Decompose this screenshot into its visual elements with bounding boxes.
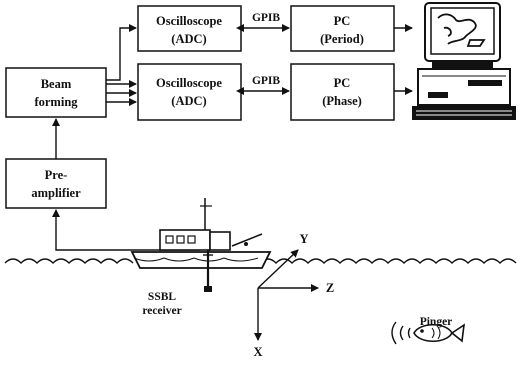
axis-z-label: Z — [326, 281, 334, 295]
gpib-bottom-label: GPIB — [252, 75, 280, 87]
oscilloscope-top-subtitle: (ADC) — [171, 32, 206, 46]
beam-forming-title: Beam — [41, 77, 72, 91]
pc-phase-block: PC (Phase) — [291, 64, 394, 120]
oscilloscope-adc-top-block: Oscilloscope (ADC) — [138, 6, 241, 51]
beam-forming-subtitle: forming — [34, 95, 78, 109]
beam-forming-block: Beam forming — [6, 68, 106, 117]
receiver-label: receiver — [142, 305, 181, 317]
oscilloscope-top-title: Oscilloscope — [156, 14, 222, 28]
computer-icon — [412, 3, 516, 120]
oscilloscope-adc-bottom-block: Oscilloscope (ADC) — [138, 64, 241, 120]
pc-period-title: PC — [334, 14, 351, 28]
gpib-top-label: GPIB — [252, 12, 280, 24]
pc-period-block: PC (Period) — [291, 6, 394, 51]
preamplifier-title: Pre- — [45, 168, 68, 182]
pc-phase-subtitle: (Phase) — [322, 94, 362, 108]
preamplifier-block: Pre- amplifier — [6, 159, 106, 208]
preamplifier-subtitle: amplifier — [31, 186, 81, 200]
ssbl-label: SSBL — [148, 291, 176, 303]
pc-period-subtitle: (Period) — [320, 32, 364, 46]
oscilloscope-bottom-title: Oscilloscope — [156, 76, 222, 90]
coordinate-axes — [258, 250, 318, 340]
boat-illustration — [132, 198, 270, 268]
axis-y-label: Y — [299, 232, 308, 246]
oscilloscope-bottom-subtitle: (ADC) — [171, 94, 206, 108]
pc-phase-title: PC — [334, 76, 351, 90]
connector-lines — [56, 28, 412, 250]
pinger-label: Pinger — [420, 316, 453, 328]
beam-to-osc-top-arrow — [106, 28, 136, 80]
axis-x-label: X — [253, 345, 262, 359]
